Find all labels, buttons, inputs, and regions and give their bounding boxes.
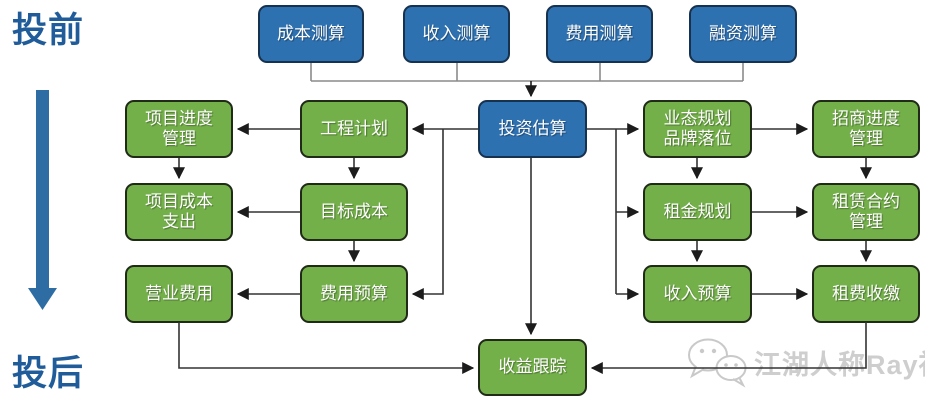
node-merchant-progress-management: 招商进度 管理 (812, 100, 920, 158)
node-profit-tracking: 收益跟踪 (478, 339, 587, 396)
node-cost-calculation: 成本测算 (258, 5, 364, 63)
node-revenue-budget: 收入预算 (643, 265, 752, 323)
node-expense-budget: 费用预算 (300, 265, 408, 323)
phase-label-pre-investment: 投前 (12, 11, 85, 50)
node-rent-fee-collection: 租费收缴 (812, 265, 920, 323)
node-operating-expense: 营业费用 (125, 265, 233, 323)
node-target-cost: 目标成本 (300, 183, 408, 241)
node-project-progress-management: 项目进度 管理 (125, 100, 233, 158)
node-investment-estimate: 投资估算 (478, 100, 587, 158)
top-bus-lines (310, 63, 744, 82)
phase-label-post-investment: 投后 (12, 354, 85, 393)
node-financing-calculation: 融资测算 (689, 5, 797, 63)
phase-down-arrow (28, 90, 57, 310)
node-rent-planning: 租金规划 (643, 183, 752, 241)
node-expense-calculation: 费用测算 (546, 5, 653, 63)
watermark-text: 江湖人称Ray神 (754, 349, 925, 380)
flow-connectors (173, 123, 872, 374)
node-engineering-plan: 工程计划 (300, 100, 408, 158)
node-lease-contract-management: 租赁合约 管理 (812, 183, 920, 241)
node-revenue-calculation: 收入测算 (403, 5, 510, 63)
node-project-cost-expenditure: 项目成本 支出 (125, 183, 233, 241)
node-format-planning-brand-placement: 业态规划 品牌落位 (643, 100, 752, 158)
